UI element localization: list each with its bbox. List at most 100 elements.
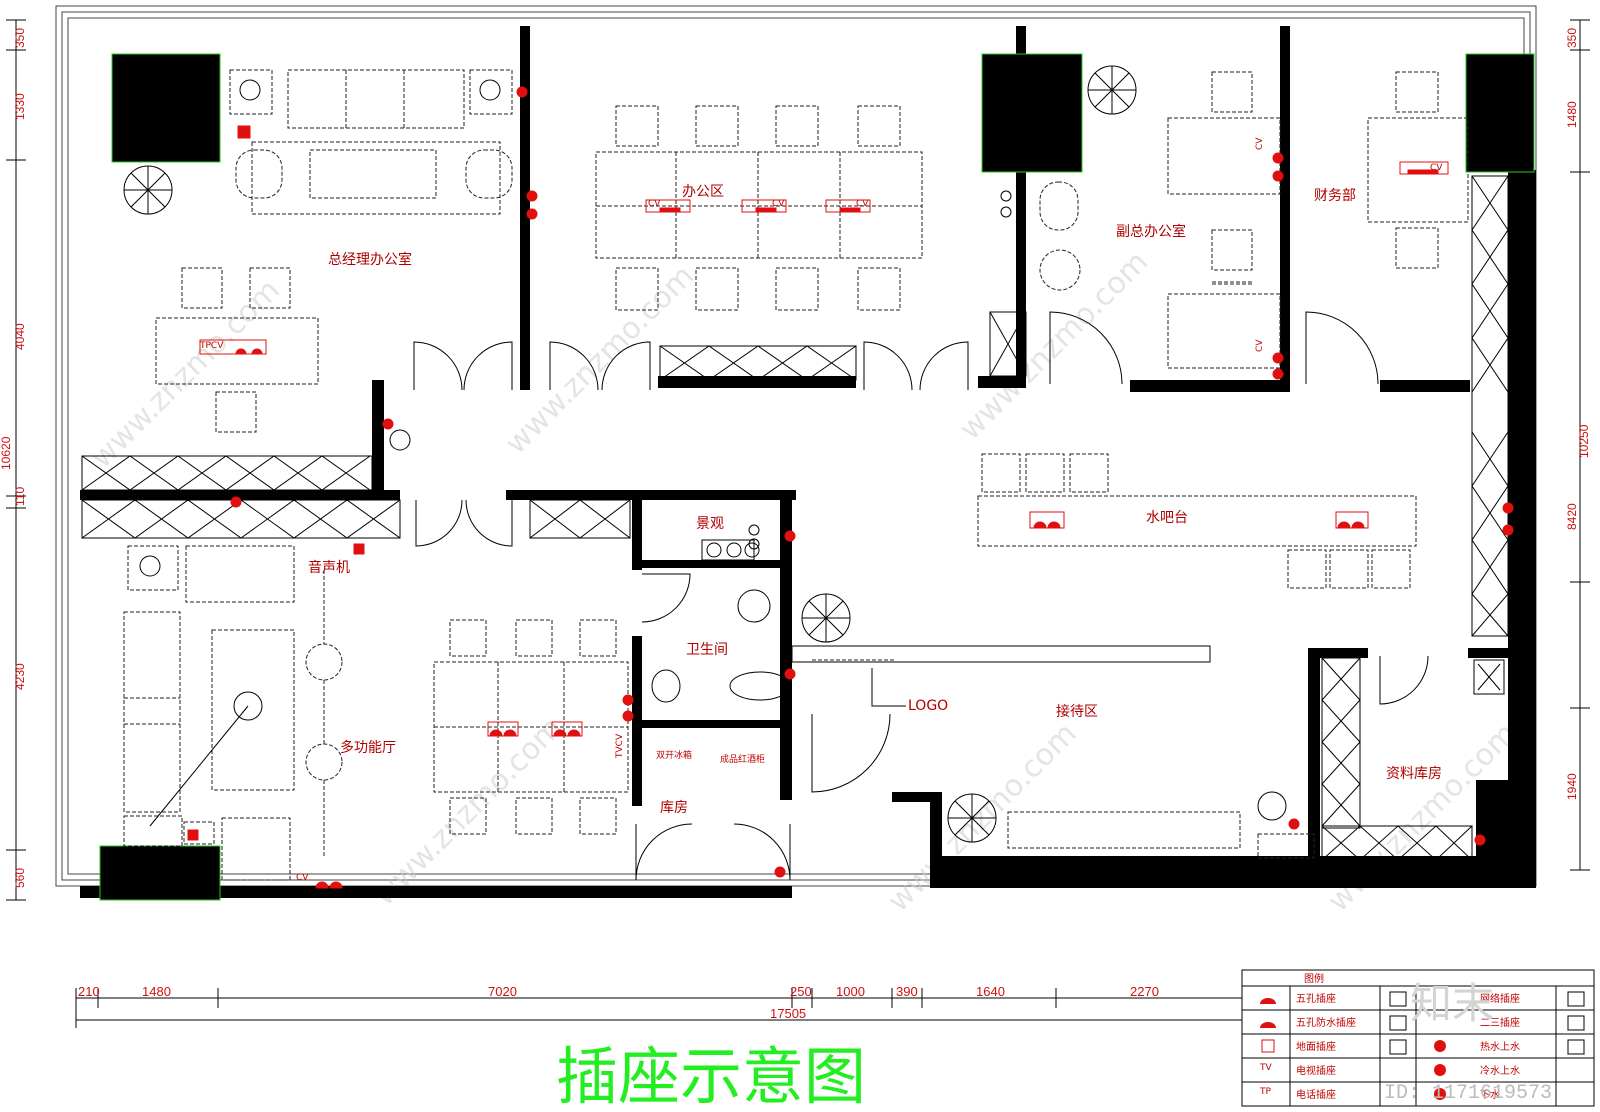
label-storage: 库房: [660, 800, 688, 816]
hot-water-icon: [1434, 1040, 1446, 1052]
label-archive: 资料库房: [1386, 766, 1442, 782]
cv-tag: CV: [1255, 339, 1265, 352]
socket-icon: [622, 710, 634, 722]
watermark-text: www.znzmo.com: [367, 710, 570, 913]
column: [1465, 53, 1535, 173]
socket-icon: [774, 866, 786, 878]
legend-table: 图例 五孔插座 五孔防水插座 地面插座 电视插座 电话插座 网络插座 二三插座 …: [1241, 969, 1595, 1107]
socket-icon: [526, 190, 538, 202]
socket-icon: [489, 729, 517, 737]
network-socket-icon: [1389, 991, 1407, 1007]
label-vice-office: 副总办公室: [1116, 223, 1186, 240]
dim-label: 110: [13, 487, 27, 506]
label-fridge: 双开冰箱: [656, 749, 692, 761]
socket-icon: [526, 208, 538, 220]
watermark-text: www.znzmo.com: [84, 273, 287, 476]
legend-item: 电话插座: [1296, 1088, 1336, 1101]
legend-header: 图例: [1304, 972, 1324, 985]
label-finance: 财务部: [1314, 188, 1356, 204]
tvcv-tag: TVCV: [615, 733, 625, 759]
label-gm-office: 总经理办公室: [328, 251, 412, 268]
outlet-icon: [1389, 1039, 1407, 1055]
dim-label: 390: [896, 984, 918, 999]
drain-icon: [1434, 1088, 1446, 1100]
tpcv-tag: TPCV: [199, 341, 224, 351]
dim-label: 1000: [836, 984, 865, 999]
socket-icon: [315, 881, 343, 889]
socket-icon: [784, 668, 796, 680]
dim-label: 1640: [976, 984, 1005, 999]
stair-symbols: [123, 65, 1505, 843]
socket-icon: [1260, 998, 1276, 1004]
socket-icon: [551, 721, 583, 737]
dim-label: 1480: [142, 984, 171, 999]
socket-icon: [187, 829, 199, 841]
furniture: [123, 69, 1469, 881]
socket-icon: [230, 496, 242, 508]
cv-tag: CV: [296, 873, 309, 883]
outlet-icon: [1567, 1015, 1585, 1031]
dim-label: 250: [790, 984, 812, 999]
dim-total: 17505: [770, 1006, 806, 1021]
dim-label: 7020: [488, 984, 517, 999]
legend-item: 冷水上水: [1480, 1064, 1520, 1077]
socket-icon: [622, 694, 634, 706]
label-multi-hall: 多功能厅: [340, 739, 396, 756]
socket-icon: [1502, 524, 1514, 536]
outlet-icon: [1567, 991, 1585, 1007]
dim-label: 350: [13, 28, 27, 48]
socket-icon: [1502, 502, 1514, 514]
outlet-icon: [1567, 1039, 1585, 1055]
page-title: 插座示意图: [556, 1040, 866, 1112]
dim-label: 4040: [13, 323, 27, 350]
socket-icon: [553, 729, 581, 737]
socket-icon: [1337, 521, 1365, 529]
dim-label: 10620: [0, 436, 13, 470]
socket-icon: [353, 543, 365, 555]
dim-label: 350: [1565, 28, 1579, 48]
label-water-bar: 水吧台: [1146, 510, 1188, 526]
legend-item: 二三插座: [1480, 1016, 1520, 1029]
brand-logo: 知末: [1410, 979, 1494, 1028]
image-id: ID: 1171619573: [1384, 1082, 1552, 1105]
legend-item: 网络插座: [1480, 992, 1520, 1005]
dim-label: 8420: [1565, 503, 1579, 530]
cabinets: [81, 175, 1509, 861]
dim-label: 1480: [1565, 101, 1579, 128]
label-reception: 接待区: [1056, 703, 1098, 720]
floor-socket-icon: [1261, 1039, 1275, 1053]
dim-label: 210: [78, 984, 100, 999]
column: [111, 53, 221, 163]
legend-item: 下水: [1480, 1089, 1500, 1101]
columns: [99, 53, 1535, 901]
dim-label: 1330: [13, 93, 27, 120]
waterproof-socket-icon: [1260, 1022, 1276, 1028]
socket-icon: [659, 207, 861, 213]
label-landscape: 景观: [696, 516, 724, 532]
cv-tag: CV: [1430, 163, 1443, 173]
dim-label: 4230: [13, 663, 27, 690]
legend-item: 热水上水: [1480, 1040, 1520, 1053]
legend-item: 五孔插座: [1296, 992, 1336, 1005]
doors: [413, 311, 1429, 881]
label-logo: LOGO: [908, 698, 948, 714]
label-toilet: 卫生间: [686, 642, 728, 658]
phone-socket-icon: TP: [1259, 1087, 1271, 1097]
cv-tag: CV: [648, 199, 661, 209]
column: [99, 845, 221, 901]
walls: [80, 26, 1536, 898]
socket-icon: [237, 125, 251, 139]
cv-tag: CV: [856, 199, 869, 209]
tv-socket-icon: TV: [1259, 1063, 1272, 1073]
cv-tag: CV: [1255, 137, 1265, 150]
socket-icon: [1029, 511, 1065, 529]
socket-icon: [1272, 368, 1284, 380]
dim-label: 10250: [1577, 424, 1591, 458]
socket-icon: [1407, 169, 1439, 175]
socket-icon: [487, 721, 519, 737]
sockets: [187, 86, 1514, 889]
legend-item: 电视插座: [1296, 1064, 1336, 1077]
dim-label: 2270: [1130, 984, 1159, 999]
socket-icon: [1288, 818, 1300, 830]
